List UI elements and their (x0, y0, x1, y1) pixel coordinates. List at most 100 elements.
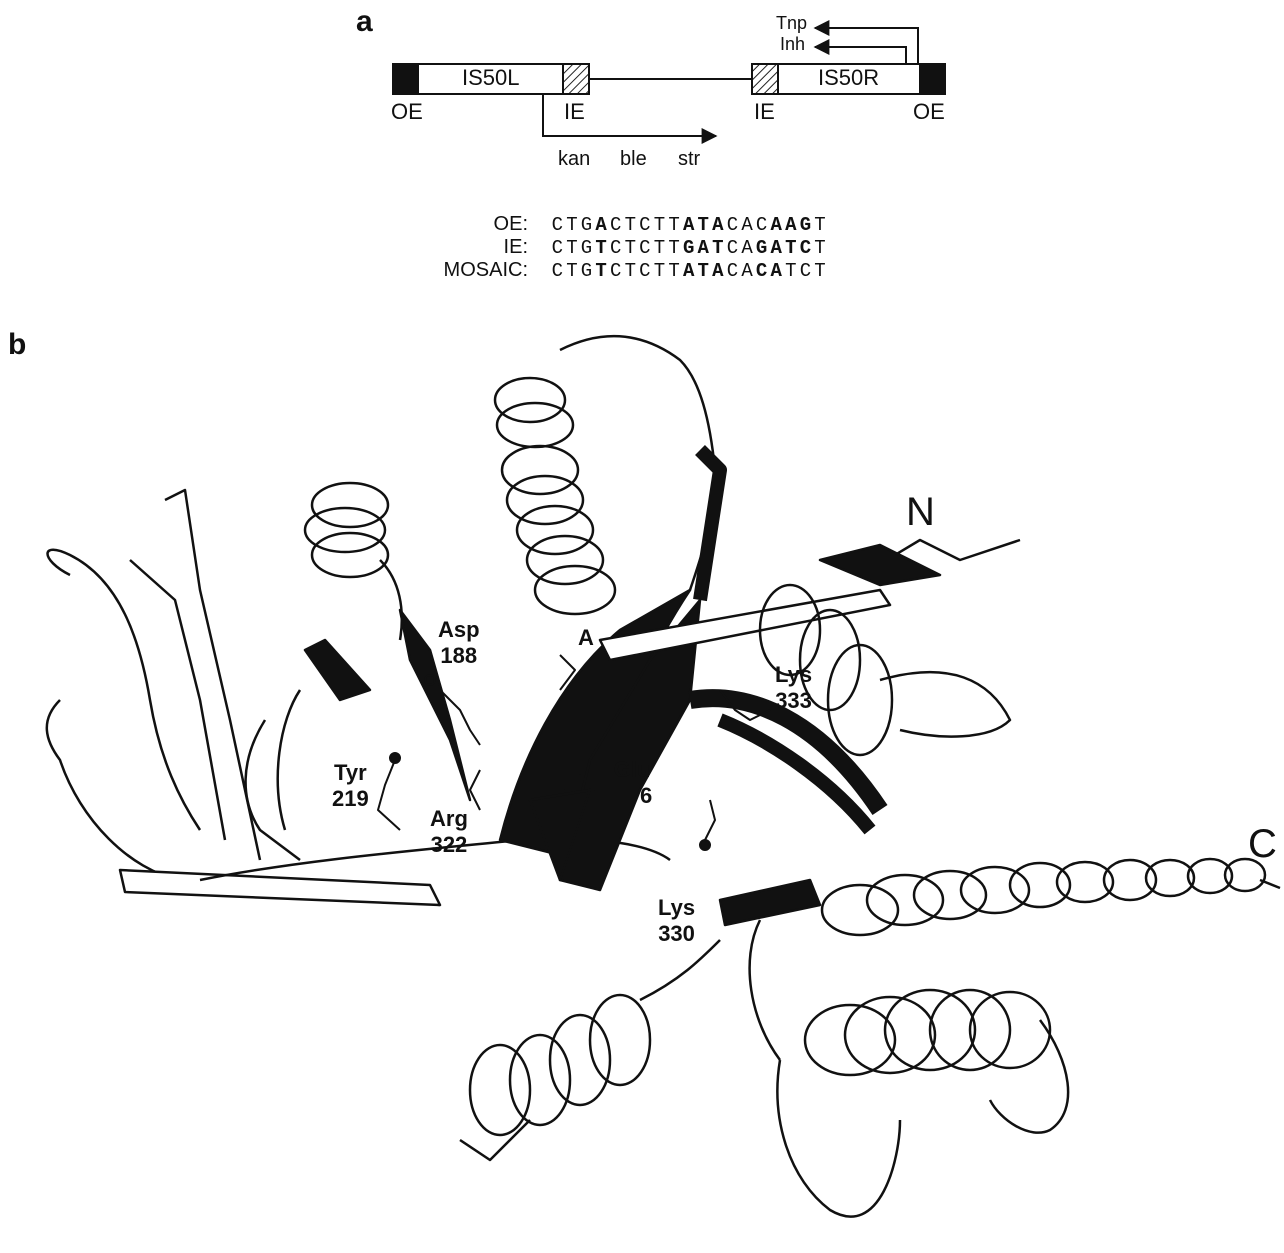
sequence-base: T (652, 260, 667, 282)
sequence-base: T (652, 237, 667, 259)
tyr219-name: Tyr (332, 760, 369, 786)
dark-connector (720, 880, 820, 925)
sequence-base: T (667, 260, 682, 282)
sequence-base: C (638, 260, 653, 282)
ie-left-label: IE (564, 99, 585, 125)
right-loop (880, 672, 1010, 736)
sequence-base: T (594, 260, 609, 282)
strand-fold-2 (278, 690, 300, 830)
lys333-name: Lys (775, 662, 812, 688)
sequence-base: T (784, 260, 799, 282)
gene-ble: ble (620, 148, 647, 171)
long-strand-top (700, 450, 720, 600)
sequence-base: T (565, 214, 580, 236)
asp-partial-name: A (578, 625, 594, 651)
sequence-base: A (711, 214, 726, 236)
sequence-name: IE: (380, 236, 550, 259)
sequence-base: T (784, 237, 799, 259)
sequence-base: C (608, 214, 623, 236)
arg322-name: Arg (430, 806, 468, 832)
ie-right-hatch (752, 64, 778, 94)
sequence-base: C (798, 260, 813, 282)
residue-lys333: Lys 333 (775, 662, 812, 714)
sequence-base: T (667, 237, 682, 259)
dark-strand-tip (305, 640, 370, 700)
sequence-base: T (711, 237, 726, 259)
sequence-base: T (594, 237, 609, 259)
sequence-base: T (623, 260, 638, 282)
gene-kan: kan (558, 148, 590, 171)
sequence-base: T (696, 214, 711, 236)
is50l-label: IS50L (462, 65, 520, 91)
strand-fold-1 (246, 720, 300, 860)
sequence-base: C (798, 237, 813, 259)
sequence-base: A (740, 237, 755, 259)
helix-top-center (495, 378, 615, 614)
beta-strand-2 (130, 560, 225, 840)
sequence-base: T (813, 237, 828, 259)
sequence-base: T (813, 214, 828, 236)
helix-bottom (460, 940, 720, 1160)
ie-left-hatch (563, 64, 589, 94)
residue-lys330: Lys 330 (658, 895, 695, 947)
sequence-base: G (579, 214, 594, 236)
sequence-base: A (681, 260, 696, 282)
sequence-base: C (638, 214, 653, 236)
helix-c-terminal (822, 859, 1280, 935)
residue-asp188: Asp 188 (438, 617, 480, 669)
helix-top-left (305, 483, 402, 640)
glu-name: Glu (612, 757, 652, 783)
sequence-base: A (769, 237, 784, 259)
sequence-base: T (565, 237, 580, 259)
inh-label: Inh (780, 34, 805, 55)
oe-left-label: OE (391, 99, 423, 125)
sequence-base: T (623, 237, 638, 259)
residue-asp-partial: A (578, 625, 594, 651)
beta-strand-4 (120, 870, 440, 905)
sequence-base: T (696, 260, 711, 282)
sequence-base: A (594, 214, 609, 236)
sequence-base: G (681, 237, 696, 259)
lys330-name: Lys (658, 895, 695, 921)
sequence-base: A (696, 237, 711, 259)
lys330-number: 330 (658, 921, 695, 947)
oe-left-block (393, 64, 419, 94)
sequence-base: T (667, 214, 682, 236)
residue-arg322: Arg 322 (430, 806, 468, 858)
sequence-base: G (579, 260, 594, 282)
sequence-base: C (754, 214, 769, 236)
dark-n-strand (820, 545, 940, 585)
sequence-base: C (638, 237, 653, 259)
asp188-name: Asp (438, 617, 480, 643)
arg322-number: 322 (430, 832, 468, 858)
sequence-base: A (769, 260, 784, 282)
asp188-number: 188 (438, 643, 480, 669)
residue-glu: Glu 6 (612, 757, 652, 809)
sequence-base: T (623, 214, 638, 236)
sequence-base: C (550, 214, 565, 236)
sequence-name: MOSAIC: (380, 259, 550, 282)
sequence-base: G (579, 237, 594, 259)
sequence-base: C (608, 237, 623, 259)
ie-right-label: IE (754, 99, 775, 125)
sequence-base: T (813, 260, 828, 282)
n-terminus-label: N (906, 490, 935, 535)
sequence-base: C (725, 260, 740, 282)
lys333-number: 333 (775, 688, 812, 714)
oe-right-block (919, 64, 945, 94)
sequence-base: A (711, 260, 726, 282)
sequence-base: C (754, 260, 769, 282)
sequence-base: C (550, 237, 565, 259)
transposon-map (0, 0, 1284, 205)
sequence-base: G (798, 214, 813, 236)
residue-tyr219: Tyr 219 (332, 760, 369, 812)
tyr219-number: 219 (332, 786, 369, 812)
is50r-label: IS50R (818, 65, 879, 91)
inh-arrow (815, 47, 906, 64)
top-loop (560, 336, 715, 590)
sequence-base: C (725, 214, 740, 236)
sequence-base: T (565, 260, 580, 282)
